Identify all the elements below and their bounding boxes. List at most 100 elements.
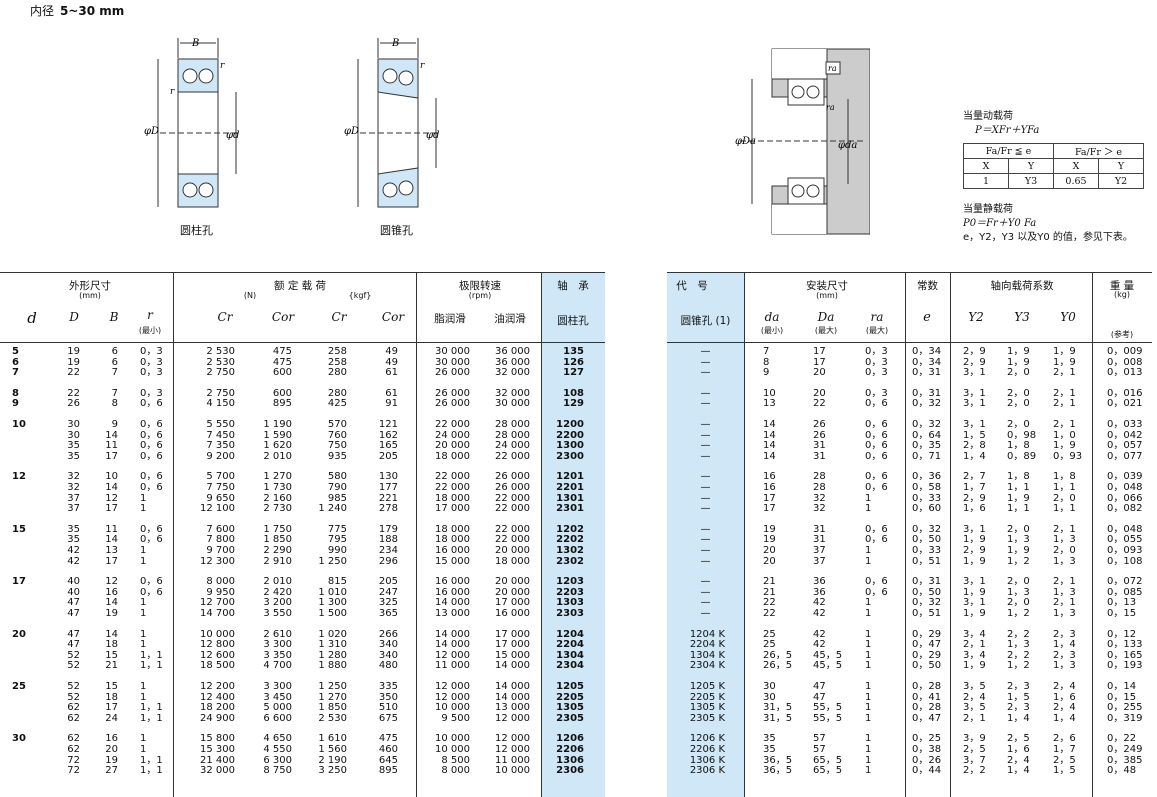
cell-cor: 895: [272, 398, 292, 410]
cell-y0: 2，1: [1053, 419, 1076, 430]
cell-y0: 1，0: [1053, 429, 1076, 441]
cell-Da: 37: [813, 555, 826, 567]
cell-D: 35: [67, 450, 80, 462]
cell-cyl: 1202: [556, 523, 584, 535]
cell-e: 0，60: [912, 503, 942, 515]
cell-oil: 18 000: [495, 555, 530, 567]
cell-tap: —: [700, 419, 711, 430]
cell-tap: 2205 K: [689, 691, 725, 703]
cell-cr: 7 800: [206, 534, 235, 546]
cell-da: 26，5: [763, 649, 793, 661]
cell-cyl: 1304: [556, 649, 584, 661]
cell-y0: 1，1: [1053, 482, 1076, 493]
cell-y2: 1，4: [963, 450, 986, 462]
cell-B: 27: [105, 765, 118, 777]
cell-d: 9: [12, 398, 19, 410]
cell-B: 14: [105, 534, 118, 546]
svg-text:ra: ra: [826, 103, 835, 112]
svg-text:φd: φd: [226, 130, 239, 141]
cell-cork: 49: [385, 356, 398, 368]
cell-crk: 795: [327, 534, 347, 546]
cell-r: 0，3: [140, 356, 163, 368]
cell-B: 7: [111, 387, 118, 399]
cell-y2: 2，9: [963, 346, 986, 357]
cell-oil: 20 000: [495, 576, 530, 588]
svg-text:φDa: φDa: [735, 136, 756, 147]
cell-y3: 1，2: [1007, 555, 1030, 567]
cell-cyl: 127: [563, 367, 584, 379]
cell-tap: —: [700, 597, 711, 609]
cell-cr: 12 200: [200, 681, 235, 692]
cell-Da: 65，5: [813, 765, 843, 777]
cell-crk: 1 250: [318, 681, 347, 692]
cell-e: 0，71: [912, 450, 942, 462]
cell-oil: 22 000: [495, 492, 530, 504]
cell-gr: 26 000: [435, 398, 470, 410]
cell-gr: 16 000: [435, 586, 470, 598]
cell-oil: 26 000: [495, 471, 530, 483]
cell-y0: 2，3: [1053, 649, 1076, 661]
cell-cork: 61: [385, 387, 398, 399]
cell-d: 12: [12, 471, 26, 483]
cell-w: 0，249: [1107, 744, 1143, 755]
cell-crk: 570: [327, 419, 347, 430]
cell-B: 10: [105, 471, 118, 483]
cell-Da: 42: [813, 597, 826, 609]
cell-oil: 14 000: [495, 660, 530, 672]
svg-text:r: r: [420, 61, 425, 71]
cell-Da: 31: [813, 440, 826, 452]
cell-cyl: 1205: [556, 681, 584, 692]
cell-r: 0，6: [140, 440, 163, 452]
cell-tap: —: [700, 346, 711, 357]
cell-cor: 6 300: [263, 754, 292, 766]
cell-y3: 2，3: [1007, 702, 1030, 714]
cell-da: 36，5: [763, 754, 793, 766]
cell-cyl: 2305: [556, 712, 584, 724]
cell-y2: 2，9: [963, 492, 986, 504]
cell-ra: 1: [865, 660, 872, 672]
cell-ra: 1: [865, 702, 872, 714]
cell-oil: 28 000: [495, 429, 530, 441]
dynamic-load-formula: 当量动载荷 P＝XFr＋YFa: [963, 111, 1040, 136]
static-load-formula: 当量静载荷 P0＝Fr＋Y0 Fa e，Y2，Y3 以及Y0 的值，参见下表。: [963, 204, 1133, 243]
cell-da: 25: [763, 639, 776, 651]
cell-gr: 26 000: [435, 367, 470, 379]
cell-y0: 1，7: [1053, 744, 1076, 755]
cell-cr: 9 650: [206, 492, 235, 504]
cell-y3: 1，6: [1007, 744, 1030, 755]
cell-ra: 0，6: [865, 471, 888, 483]
svg-text:φd: φd: [426, 130, 439, 141]
cell-y0: 2，1: [1053, 523, 1076, 535]
cell-tap: 1206 K: [689, 733, 725, 745]
cell-y0: 1，3: [1053, 660, 1076, 672]
cell-cork: 205: [378, 576, 398, 588]
cell-Da: 31: [813, 534, 826, 546]
cell-B: 17: [105, 555, 118, 567]
cell-cork: 177: [378, 482, 398, 493]
cell-r: 0，6: [140, 523, 163, 535]
cell-y3: 2，5: [1007, 733, 1030, 745]
cell-y3: 1，3: [1007, 534, 1030, 546]
cell-cor: 2 160: [263, 492, 292, 504]
cell-D: 37: [67, 492, 80, 504]
cell-cork: 61: [385, 367, 398, 379]
cell-w: 0，15: [1107, 608, 1137, 619]
cell-y2: 2，7: [963, 471, 986, 483]
cell-da: 30: [763, 681, 776, 692]
cell-tap: —: [700, 545, 711, 556]
cell-cyl: 126: [563, 356, 584, 368]
cell-w: 0，021: [1107, 398, 1143, 410]
cell-e: 0，29: [912, 628, 942, 640]
cell-w: 0，255: [1107, 702, 1143, 714]
cell-crk: 1 010: [318, 586, 347, 598]
cell-r: 0，6: [140, 482, 163, 493]
cell-y3: 2，0: [1007, 367, 1030, 379]
cell-da: 13: [763, 398, 776, 410]
cell-cyl: 1303: [556, 597, 584, 609]
cell-da: 10: [763, 387, 776, 399]
cell-y2: 2，1: [963, 712, 986, 724]
cell-cor: 1 850: [263, 534, 292, 546]
cell-cyl: 2201: [556, 482, 584, 493]
cell-cork: 165: [378, 440, 398, 452]
cell-r: 1: [140, 597, 147, 609]
